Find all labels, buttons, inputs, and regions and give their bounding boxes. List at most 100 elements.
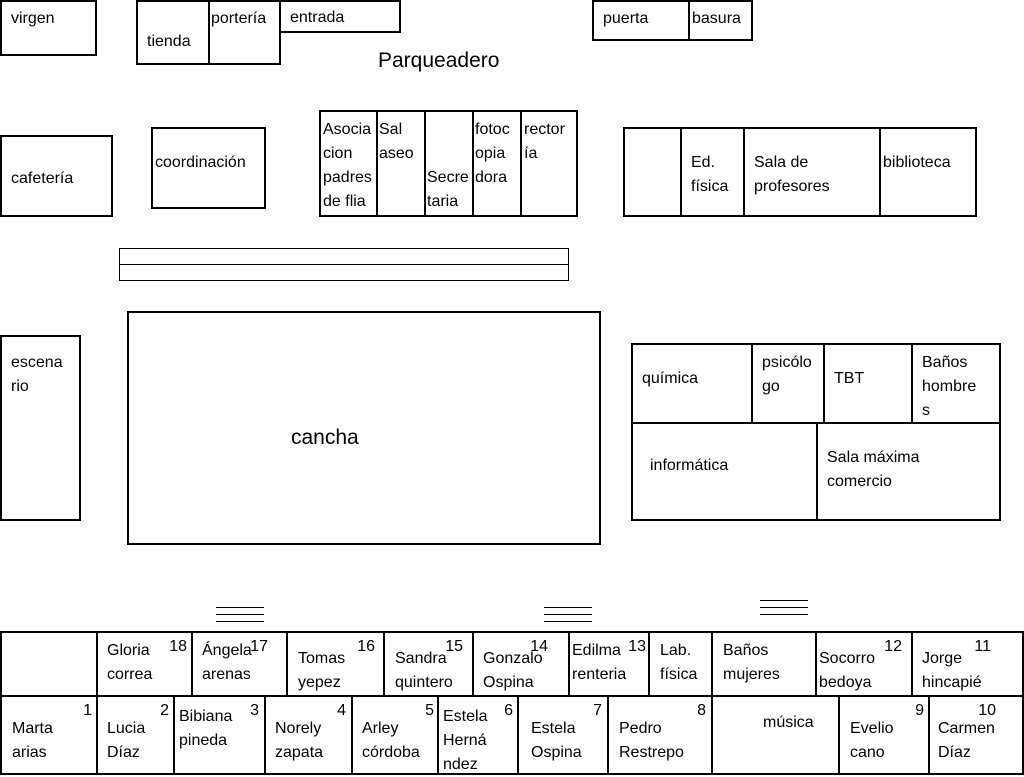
room-label: tienda	[147, 33, 191, 50]
room-number: 17	[250, 638, 268, 655]
teacher-name: Estela Herná ndez	[443, 708, 488, 773]
room-label: fotoc opia dora	[475, 121, 510, 186]
room-number: 1	[83, 702, 92, 719]
lower-classroom: Estela Herná ndez 6	[437, 695, 519, 775]
room-label: Secre taria	[427, 169, 469, 210]
room-cancha: cancha	[127, 311, 601, 545]
room-virgen: virgen	[0, 0, 97, 56]
room-fotocopiadora: fotoc opia dora	[472, 110, 522, 217]
room-label: escena rio	[11, 354, 63, 395]
room-asociacion-padres: Asocia cion padres de flia	[319, 110, 378, 217]
room-label: Sal aseo	[379, 121, 414, 162]
room-rectoria: rector ía	[520, 110, 578, 217]
room-sal-aseo: Sal aseo	[376, 110, 426, 217]
room-biblioteca: biblioteca	[879, 127, 977, 217]
teacher-name: Evelio cano	[850, 720, 894, 761]
room-coordinacion: coordinación	[151, 127, 266, 209]
room-label: TBT	[834, 370, 865, 387]
corridor-bench	[119, 264, 569, 281]
lower-classroom: Norely zapata 4	[264, 695, 353, 775]
room-label: cancha	[291, 426, 359, 449]
room-number: 11	[974, 638, 991, 655]
teacher-name: Bibiana pineda	[179, 708, 233, 749]
room-number: 9	[915, 702, 924, 719]
room-empty-corner	[0, 631, 98, 697]
stairs-icon	[760, 600, 808, 618]
upper-classroom: Baños mujeres	[711, 631, 817, 697]
teacher-name: Lucia Díaz	[107, 720, 146, 761]
room-label: informática	[650, 457, 729, 474]
teacher-name: Arley córdoba	[362, 720, 420, 761]
room-label: basura	[692, 10, 741, 27]
room-number: 18	[169, 638, 187, 655]
teacher-name: Norely zapata	[275, 720, 324, 761]
room-label: psicólo go	[762, 354, 812, 395]
room-label: entrada	[290, 9, 345, 26]
lower-classroom: música	[711, 695, 840, 775]
corridor-bench	[119, 248, 569, 265]
room-escenario: escena rio	[0, 335, 81, 521]
room-quimica: química	[631, 343, 753, 424]
stairs-icon	[216, 607, 264, 625]
room-tienda: tienda	[136, 0, 210, 65]
room-number: 15	[445, 638, 463, 655]
room-ed-fisica: Ed. física	[680, 127, 745, 217]
room-porteria: portería	[208, 0, 281, 65]
upper-classroom: Gloria correa 18	[96, 631, 193, 697]
room-basura: basura	[688, 0, 753, 41]
room-sala-profesores: Sala de profesores	[743, 127, 881, 217]
lower-classroom: Bibiana pineda 3	[173, 695, 266, 775]
teacher-name: Estela Ospina	[531, 720, 582, 761]
room-number: 16	[357, 638, 375, 655]
upper-classroom: Socorro bedoya 12	[815, 631, 913, 697]
teacher-name: Carmen Díaz	[938, 720, 995, 761]
lower-classroom: Marta arias 1	[0, 695, 98, 775]
room-label: cafetería	[11, 170, 74, 187]
room-label: química	[642, 370, 699, 387]
room-puerta: puerta	[592, 0, 690, 41]
room-label: biblioteca	[883, 154, 951, 171]
teacher-name: Lab. física	[660, 642, 698, 683]
teacher-name: Edilma renteria	[572, 642, 627, 683]
teacher-name: Tomas yepez	[298, 650, 346, 691]
room-number: 14	[530, 638, 548, 655]
room-sala-maxima: Sala máxima comercio	[816, 422, 1001, 521]
room-label: coordinación	[155, 154, 246, 171]
stairs-icon	[544, 607, 592, 625]
room-number: 7	[593, 702, 602, 719]
teacher-name: Gonzalo Ospina	[483, 650, 543, 691]
teacher-name: Pedro Restrepo	[619, 720, 684, 761]
lower-classroom: Pedro Restrepo 8	[607, 695, 713, 775]
teacher-name: Gloria correa	[107, 642, 153, 683]
room-number: 3	[250, 702, 259, 719]
room-label: Baños hombre s	[922, 354, 977, 419]
lower-classroom: Estela Ospina 7	[517, 695, 609, 775]
room-number: 8	[697, 702, 706, 719]
label-parqueadero: Parqueadero	[378, 49, 500, 72]
teacher-name: Jorge hincapié	[922, 650, 982, 691]
room-number: 12	[884, 638, 902, 655]
upper-classroom: Lab. física	[648, 631, 713, 697]
room-label: virgen	[11, 10, 55, 27]
teacher-name: música	[763, 714, 814, 731]
room-label: Sala de profesores	[754, 154, 830, 195]
teacher-name: Sandra quintero	[395, 650, 453, 691]
lower-classroom: Evelio cano 9	[838, 695, 930, 775]
room-number: 10	[978, 702, 996, 719]
room-tbt: TBT	[823, 343, 913, 424]
teacher-name: Baños mujeres	[723, 642, 780, 683]
room-informatica: informática	[631, 422, 818, 521]
room-number: 2	[160, 702, 169, 719]
teacher-name: Ángela arenas	[202, 642, 252, 683]
lower-classroom: Lucia Díaz 2	[96, 695, 175, 775]
room-number: 4	[337, 702, 346, 719]
room-number: 6	[504, 702, 513, 719]
room-label: portería	[211, 10, 267, 27]
teacher-name: Socorro bedoya	[819, 650, 876, 691]
teacher-name: Marta arias	[12, 720, 53, 761]
room-entrada: entrada	[279, 0, 401, 33]
